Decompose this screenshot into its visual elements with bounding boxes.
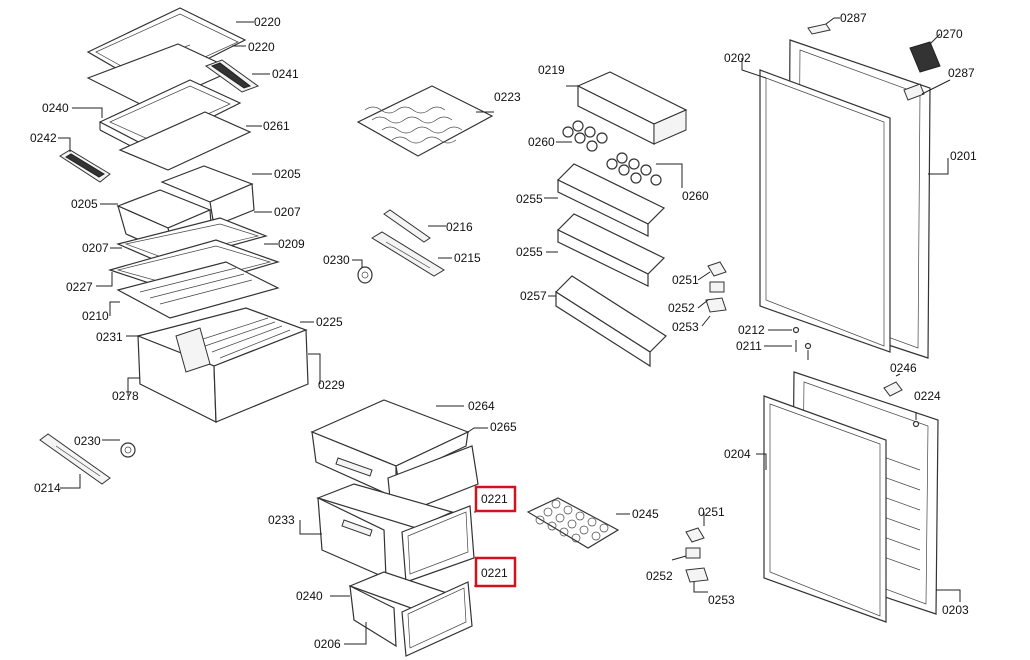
callout-0287-a[interactable]: 0287 [840, 11, 867, 25]
callout-0260-b[interactable]: 0260 [682, 189, 709, 203]
door-bin-0257[interactable] [555, 275, 667, 368]
leader-lines [58, 17, 961, 645]
callout-0261[interactable]: 0261 [263, 119, 290, 133]
hinge-parts-0251-0253-lower[interactable] [685, 527, 709, 583]
highlight-box-0221-upper [474, 485, 517, 513]
callout-0255-b[interactable]: 0255 [516, 245, 543, 259]
callout-0240-b[interactable]: 0240 [296, 589, 323, 603]
callout-0212[interactable]: 0212 [738, 323, 765, 337]
callout-0220-a[interactable]: 0220 [254, 15, 281, 29]
rail-0214[interactable] [39, 433, 111, 485]
callout-0251-b[interactable]: 0251 [698, 505, 725, 519]
rod-0216[interactable] [383, 209, 431, 243]
callout-0252-b[interactable]: 0252 [646, 569, 673, 583]
callout-0205-a[interactable]: 0205 [274, 167, 301, 181]
hinge-parts-0251-0253-upper[interactable] [705, 261, 727, 313]
callout-0245[interactable]: 0245 [632, 507, 659, 521]
callout-0260-a[interactable]: 0260 [528, 135, 555, 149]
callout-0221-upper[interactable]: 0221 [481, 492, 508, 506]
trim-0241[interactable] [204, 59, 260, 93]
callout-0253-a[interactable]: 0253 [672, 320, 699, 334]
callout-0287-b[interactable]: 0287 [948, 66, 975, 80]
door-bin-0219[interactable] [576, 71, 688, 145]
gasket-0204[interactable] [763, 395, 887, 623]
callout-0227[interactable]: 0227 [66, 280, 93, 294]
screws-0211-0212[interactable] [792, 326, 812, 361]
bottle-rack-0223[interactable] [356, 85, 494, 157]
callout-0264[interactable]: 0264 [468, 399, 495, 413]
ice-tray-0245[interactable] [526, 497, 620, 549]
callout-0203[interactable]: 0203 [942, 603, 969, 617]
callout-0278[interactable]: 0278 [112, 389, 139, 403]
callout-0204[interactable]: 0204 [724, 447, 751, 461]
callout-0241[interactable]: 0241 [272, 67, 299, 81]
highlight-box-0221-lower [474, 556, 517, 588]
callout-0205-b[interactable]: 0205 [71, 197, 98, 211]
callout-0202[interactable]: 0202 [724, 51, 751, 65]
trim-0287-right[interactable] [903, 83, 925, 101]
callout-0224[interactable]: 0224 [914, 389, 941, 403]
callout-0210[interactable]: 0210 [82, 309, 109, 323]
freezer-drawer-0233[interactable] [316, 483, 454, 579]
callout-0225[interactable]: 0225 [316, 315, 343, 329]
callout-0265[interactable]: 0265 [490, 420, 517, 434]
callout-0270[interactable]: 0270 [936, 27, 963, 41]
callout-0214[interactable]: 0214 [34, 481, 61, 495]
callout-0233[interactable]: 0233 [268, 513, 295, 527]
gasket-0202[interactable] [759, 69, 891, 353]
callout-0209[interactable]: 0209 [278, 237, 305, 251]
bracket-0215[interactable] [371, 231, 445, 277]
callout-0223[interactable]: 0223 [494, 90, 521, 104]
callout-0211[interactable]: 0211 [736, 339, 762, 353]
front-panel-0221-lower[interactable] [401, 581, 473, 657]
callout-0257[interactable]: 0257 [520, 289, 547, 303]
callout-0215[interactable]: 0215 [454, 251, 481, 265]
callout-0251-a[interactable]: 0251 [672, 273, 699, 287]
part-0246[interactable] [883, 381, 903, 397]
front-panel-0221-upper[interactable] [401, 505, 475, 583]
part-0270[interactable] [909, 41, 941, 73]
freezer-drawer-0264[interactable] [310, 399, 470, 499]
drawer-0205-right[interactable] [160, 165, 255, 227]
callout-0230-b[interactable]: 0230 [323, 253, 350, 267]
callout-0240-a[interactable]: 0240 [42, 101, 69, 115]
frame-0209[interactable] [116, 217, 268, 265]
callout-0207-a[interactable]: 0207 [274, 205, 301, 219]
callout-0216[interactable]: 0216 [446, 220, 473, 234]
door-bin-0255-lower[interactable] [556, 213, 666, 287]
door-bin-0255-upper[interactable] [556, 163, 666, 237]
callout-0252-a[interactable]: 0252 [668, 301, 695, 315]
trim-0242[interactable] [59, 149, 111, 183]
cover-0210[interactable] [116, 261, 280, 319]
callout-0253-b[interactable]: 0253 [708, 593, 735, 607]
callout-0246[interactable]: 0246 [890, 361, 917, 375]
callout-0229[interactable]: 0229 [318, 378, 345, 392]
callout-0255-a[interactable]: 0255 [516, 192, 543, 206]
callout-0220-b[interactable]: 0220 [248, 40, 275, 54]
callout-0207-b[interactable]: 0207 [82, 241, 109, 255]
callout-0201[interactable]: 0201 [950, 149, 977, 163]
callout-0219[interactable]: 0219 [538, 63, 565, 77]
roller-0230-center[interactable] [357, 266, 373, 284]
callout-0242[interactable]: 0242 [30, 131, 57, 145]
trim-0287-top[interactable] [807, 23, 831, 35]
callout-0230-a[interactable]: 0230 [74, 434, 101, 448]
glass-plate-0261[interactable] [118, 111, 252, 171]
callout-0231[interactable]: 0231 [96, 330, 123, 344]
crisper-0225[interactable] [136, 307, 309, 423]
egg-tray-0260-b[interactable] [606, 152, 662, 186]
egg-tray-0260-a[interactable] [562, 120, 608, 152]
callout-0206[interactable]: 0206 [314, 637, 341, 651]
callout-labels: 0220 0220 0241 0240 0261 0242 0205 0205 … [30, 11, 977, 651]
roller-0230-left[interactable] [120, 442, 136, 458]
callout-0221-lower[interactable]: 0221 [481, 566, 508, 580]
